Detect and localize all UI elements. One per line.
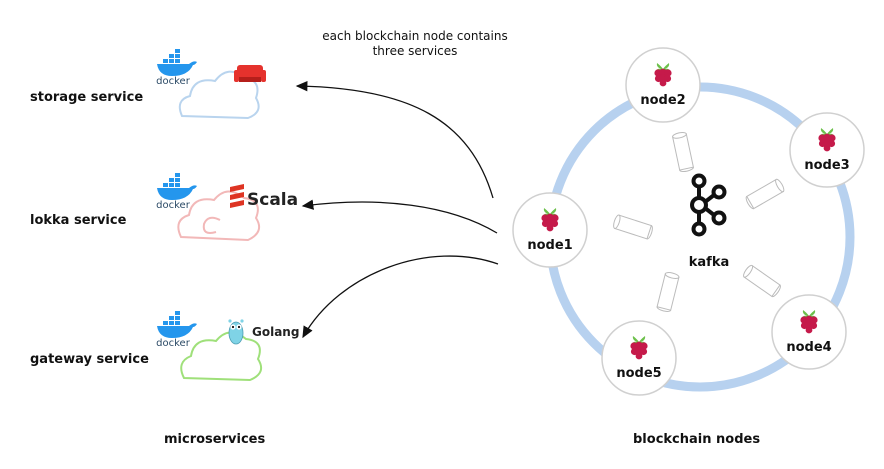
node-label: node3 <box>804 158 849 173</box>
microservices-caption: microservices <box>164 432 266 447</box>
docker-icon <box>157 173 197 200</box>
annotation-line-2: three services <box>372 44 458 58</box>
gateway-service-label: gateway service <box>30 352 149 367</box>
docker-label: docker <box>156 338 191 349</box>
node-label: node5 <box>616 366 661 381</box>
node-label: node1 <box>527 238 572 253</box>
storage-service-label: storage service <box>30 90 144 105</box>
scala-icon <box>230 184 244 208</box>
docker-label: docker <box>156 200 191 211</box>
blockchain-nodes-caption: blockchain nodes <box>633 432 761 447</box>
node-5: node5 <box>601 320 677 396</box>
node-label: node4 <box>786 340 831 355</box>
gateway-cloud <box>180 331 263 382</box>
annotation-note: each blockchain node contains three serv… <box>300 29 530 59</box>
node-2: node2 <box>625 47 701 123</box>
node-1: node1 <box>512 192 588 268</box>
lokka-cloud-swirl <box>202 216 221 234</box>
partition-cylinder <box>671 130 695 174</box>
partition-cylinder <box>611 213 655 241</box>
kafka-logo <box>690 173 727 237</box>
partition-cylinder <box>741 263 783 299</box>
docker-icon <box>157 49 197 76</box>
partition-cylinder <box>744 177 786 211</box>
kafka-label: kafka <box>689 255 730 270</box>
docker-icon <box>157 311 197 338</box>
docker-label: docker <box>156 76 191 87</box>
couch-icon <box>234 65 266 82</box>
scala-label: Scala <box>247 190 298 210</box>
arrow-to-storage <box>295 80 494 199</box>
partition-cylinder <box>655 270 681 314</box>
annotation-line-1: each blockchain node contains <box>322 29 508 43</box>
lokka-service-label: lokka service <box>30 213 127 228</box>
node-label: node2 <box>640 93 685 108</box>
node-3: node3 <box>789 112 865 188</box>
golang-label: Golang <box>252 325 299 339</box>
gopher-icon <box>228 319 244 345</box>
arrow-to-gateway <box>302 255 499 339</box>
arrow-to-lokka <box>301 199 498 234</box>
node-4: node4 <box>771 294 847 370</box>
storage-cloud <box>178 70 260 120</box>
